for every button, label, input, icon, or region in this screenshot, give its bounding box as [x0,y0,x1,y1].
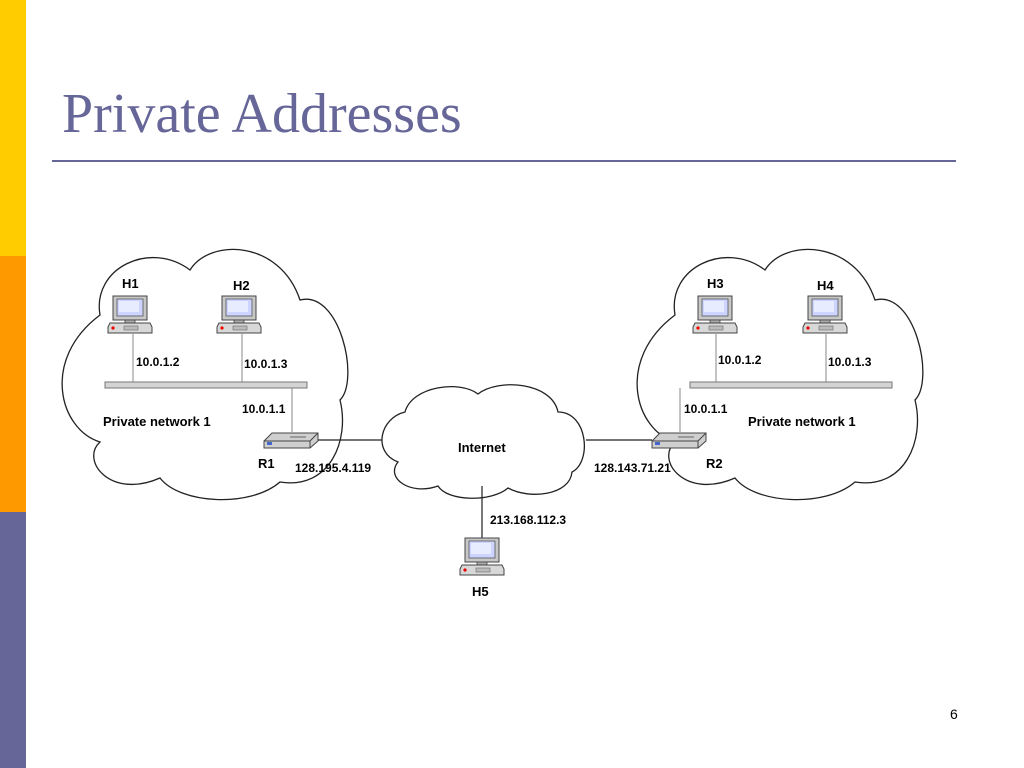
router-label-r2: R2 [706,456,723,471]
desktop-computer-icon [802,295,848,334]
page-number: 6 [950,706,958,722]
host-ip-h5: 213.168.112.3 [490,513,566,527]
desktop-computer-icon [216,295,262,334]
host-ip-h2: 10.0.1.3 [244,357,288,371]
host-label-h3: H3 [707,276,724,291]
network-label-right: Private network 1 [748,414,856,429]
network-label-left: Private network 1 [103,414,211,429]
router-inside-ip-r1: 10.0.1.1 [242,402,286,416]
side-bar-purple [0,512,26,768]
lan-bus-right [689,381,893,389]
router-icon [263,432,319,449]
title-underline [52,160,956,162]
host-label-h5: H5 [472,584,489,599]
cloud-right [636,248,924,501]
router-public-ip-r2: 128.143.71.21 [594,461,671,475]
host-label-h4: H4 [817,278,834,293]
slide-title: Private Addresses [62,83,462,145]
desktop-computer-icon [459,537,505,576]
desktop-computer-icon [107,295,153,334]
lan-bus-left [104,381,308,389]
host-ip-h1: 10.0.1.2 [136,355,180,369]
router-icon [651,432,707,449]
router-public-ip-r1: 128.195.4.119 [295,461,371,475]
cloud-internet [381,384,585,499]
host-label-h1: H1 [122,276,139,291]
host-ip-h4: 10.0.1.3 [828,355,872,369]
router-inside-ip-r2: 10.0.1.1 [684,402,728,416]
host-label-h2: H2 [233,278,250,293]
router-label-r1: R1 [258,456,275,471]
host-ip-h3: 10.0.1.2 [718,353,762,367]
side-bar-yellow [0,0,26,256]
side-bar-orange [0,256,26,512]
desktop-computer-icon [692,295,738,334]
internet-label: Internet [458,440,506,455]
